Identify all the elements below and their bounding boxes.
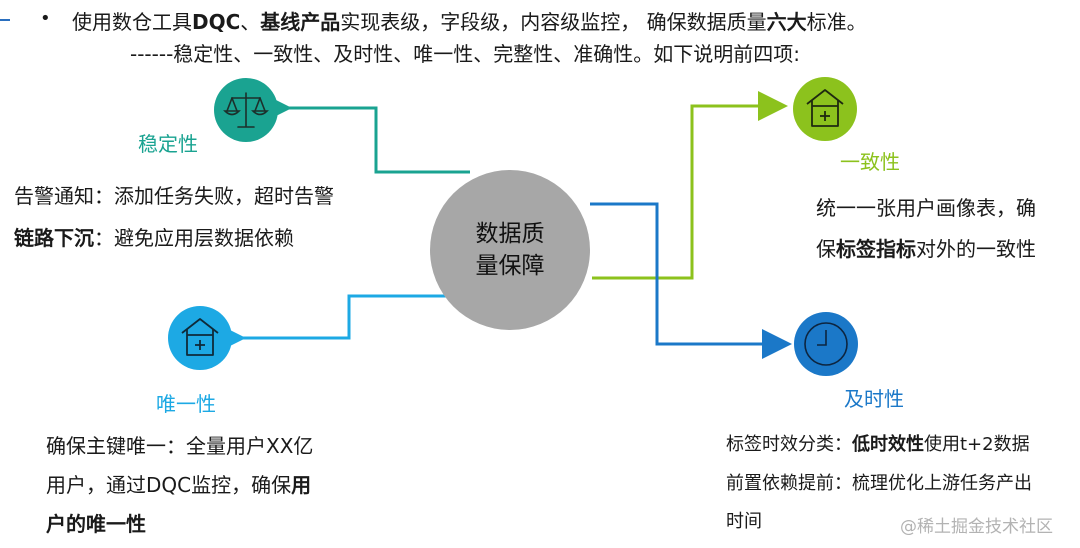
timeliness-desc-line-1: 标签时效分类：低时效性使用t+2数据: [726, 430, 1030, 456]
timeliness-desc-line-2: 前置依赖提前：梳理优化上游任务产出: [726, 473, 1032, 494]
center-circle: [430, 170, 590, 330]
header-text-bold: 六大: [766, 10, 807, 34]
house-plus-icon: [168, 306, 232, 370]
watermark: @稀土掘金技术社区: [900, 517, 1053, 537]
stability-desc-text: ：避免应用层数据依赖: [94, 226, 294, 250]
header-text-bold: 基线产品: [260, 10, 341, 34]
timeliness-desc-line-3: 时间: [726, 511, 762, 532]
consistency-desc-text: 保: [816, 237, 836, 261]
connector-uniqueness: [216, 294, 456, 353]
header-text: 标准。: [806, 10, 867, 34]
header-text: 使用数仓工具: [72, 10, 192, 34]
consistency-desc-text: 对外的一致性: [916, 237, 1036, 261]
stability-label: 稳定性: [138, 132, 198, 156]
consistency-desc-bold: 标签指标: [836, 237, 916, 261]
consistency-desc-line-2: 保标签指标对外的一致性: [816, 233, 1036, 262]
timeliness-desc-text: 使用t+2数据: [924, 434, 1030, 455]
balance-scale-icon: [214, 78, 278, 142]
stability-desc-line-2: 链路下沉：避免应用层数据依赖: [14, 222, 294, 251]
connector-timeliness: [590, 202, 792, 359]
consistency-desc-line-1: 统一一张用户画像表，确: [816, 196, 1036, 220]
uniqueness-desc-line-3: 户的唯一性: [46, 508, 146, 537]
header-line-2: ------稳定性、一致性、及时性、唯一性、完整性、准确性。如下说明前四项:: [130, 42, 801, 66]
timeliness-desc-bold: 低时效性: [852, 434, 924, 455]
center-label-line: 量保障: [475, 253, 545, 279]
header-text: 实现表级，字段级，内容级监控， 确保数据质量: [340, 10, 767, 34]
house-plus-icon: [793, 77, 857, 141]
header-line-1: 使用数仓工具DQC、基线产品实现表级，字段级，内容级监控， 确保数据质量六大标准…: [72, 6, 867, 35]
stability-desc-bold: 链路下沉: [14, 226, 94, 250]
clock-icon: [794, 312, 858, 376]
uniqueness-desc-bold: 用: [291, 473, 312, 497]
header-bullet: •: [40, 8, 51, 29]
center-label-line: 数据质: [475, 221, 545, 247]
uniqueness-label: 唯一性: [156, 392, 216, 416]
uniqueness-desc-bold: 户的唯一性: [46, 512, 146, 536]
timeliness-desc-text: 标签时效分类：: [726, 434, 852, 455]
uniqueness-desc-line-1: 确保主键唯一：全量用户XX亿: [46, 434, 314, 458]
timeliness-label: 及时性: [844, 387, 904, 411]
center-label: 数据质 量保障: [430, 170, 590, 330]
connector-stability: [262, 93, 470, 174]
header-text-bold: DQC: [192, 10, 241, 34]
connector-consistency: [592, 91, 788, 280]
header-text: 、: [240, 10, 261, 34]
header-accent-line: [0, 19, 10, 21]
consistency-label: 一致性: [840, 150, 900, 174]
uniqueness-desc-line-2: 用户，通过DQC监控，确保用: [46, 469, 311, 498]
stability-desc-line-1: 告警通知：添加任务失败，超时告警: [14, 184, 334, 208]
uniqueness-desc-text: 用户，通过DQC监控，确保: [46, 473, 292, 497]
